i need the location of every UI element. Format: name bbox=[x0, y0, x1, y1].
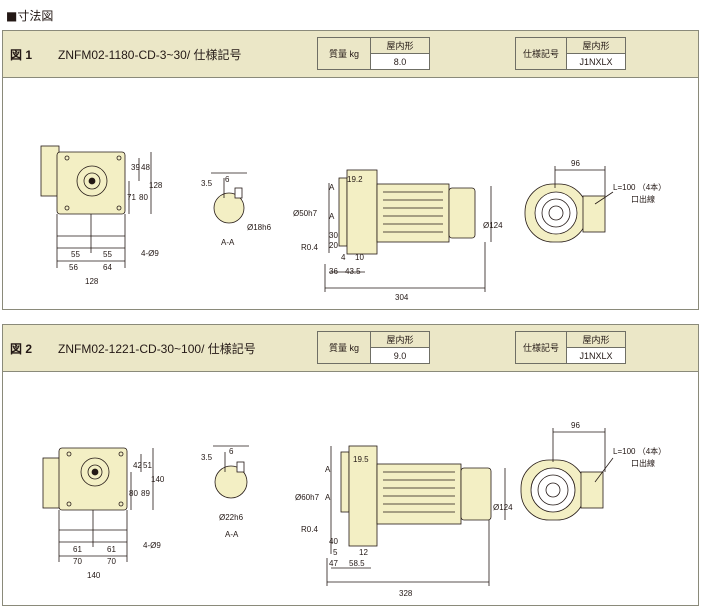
dim: 304 bbox=[395, 293, 409, 302]
mass-header: 屋内形 bbox=[370, 37, 430, 54]
side-view bbox=[324, 169, 492, 292]
dim: 96 bbox=[571, 159, 580, 168]
dim: Ø124 bbox=[493, 503, 513, 512]
dim: 70 bbox=[73, 557, 82, 566]
spec-value: J1NXLX bbox=[566, 53, 626, 70]
dim: 20 bbox=[329, 241, 338, 250]
figure-1: 図 1 ZNFM02-1180-CD-3~30/ 仕様記号 質量 kg 屋内形 … bbox=[2, 30, 699, 310]
shaft-view bbox=[211, 172, 247, 224]
figure-2-spec-table: 仕様記号 屋内形 J1NXLX bbox=[515, 331, 626, 364]
dim: 55 bbox=[103, 250, 112, 259]
side-view bbox=[326, 445, 506, 586]
figure-1-spec-table: 仕様記号 屋内形 J1NXLX bbox=[515, 37, 626, 70]
spec-label: 仕様記号 bbox=[515, 331, 567, 364]
figure-2-drawing: 61 61 70 70 140 42 51 80 89 140 4-Ø9 6 3… bbox=[42, 421, 666, 598]
dim: 61 bbox=[73, 545, 82, 554]
dim: 43.5 bbox=[345, 267, 361, 276]
spec-label: 仕様記号 bbox=[515, 37, 567, 70]
dim: 30 bbox=[329, 231, 338, 240]
dim: R0.4 bbox=[301, 243, 318, 252]
dim: 12 bbox=[359, 548, 368, 557]
mass-header: 屋内形 bbox=[370, 331, 430, 348]
mass-value: 9.0 bbox=[370, 347, 430, 364]
figure-2: 図 2 ZNFM02-1221-CD-30~100/ 仕様記号 質量 kg 屋内… bbox=[2, 324, 699, 606]
dim: A bbox=[329, 212, 335, 221]
rear-view bbox=[520, 428, 614, 521]
figure-2-mass-table: 質量 kg 屋内形 9.0 bbox=[317, 331, 430, 364]
dim: A-A bbox=[225, 530, 239, 539]
mass-value: 8.0 bbox=[370, 53, 430, 70]
dim: Ø22h6 bbox=[219, 513, 244, 522]
dim: 19.5 bbox=[353, 455, 369, 464]
figure-1-dims: 55 55 56 64 128 39 48 71 80 128 4-Ø9 6 3… bbox=[69, 159, 666, 302]
dim: 4 bbox=[341, 253, 346, 262]
dim: 6 bbox=[225, 175, 230, 184]
dim: 39 bbox=[131, 163, 140, 172]
dim: 328 bbox=[399, 589, 413, 598]
dim: L=100 （4本） bbox=[613, 446, 666, 456]
dim: 70 bbox=[107, 557, 116, 566]
figure-1-mass-table: 質量 kg 屋内形 8.0 bbox=[317, 37, 430, 70]
dim: 3.5 bbox=[201, 453, 213, 462]
dim: 58.5 bbox=[349, 559, 365, 568]
section-title: ■寸法図 bbox=[6, 9, 54, 23]
figure-2-dims: 61 61 70 70 140 42 51 80 89 140 4-Ø9 6 3… bbox=[73, 421, 666, 598]
dim: 64 bbox=[103, 263, 112, 272]
dim: A bbox=[325, 465, 331, 474]
dim: 71 bbox=[127, 193, 136, 202]
dim: 3.5 bbox=[201, 179, 213, 188]
dim: 42 bbox=[133, 461, 142, 470]
dim: 口出線 bbox=[631, 458, 655, 468]
dim: 80 bbox=[129, 489, 138, 498]
mass-label: 質量 kg bbox=[317, 331, 371, 364]
mass-label: 質量 kg bbox=[317, 37, 371, 70]
dim: Ø50h7 bbox=[293, 209, 318, 218]
figure-1-drawing: 55 55 56 64 128 39 48 71 80 128 4-Ø9 6 3… bbox=[40, 145, 666, 302]
dim: R0.4 bbox=[301, 525, 318, 534]
figure-1-header: 図 1 ZNFM02-1180-CD-3~30/ 仕様記号 質量 kg 屋内形 … bbox=[3, 31, 698, 78]
dim: 4-Ø9 bbox=[143, 541, 161, 550]
dim: Ø60h7 bbox=[295, 493, 320, 502]
dim: 48 bbox=[141, 163, 150, 172]
dim: 61 bbox=[107, 545, 116, 554]
front-view bbox=[40, 145, 152, 268]
figure-1-model: ZNFM02-1180-CD-3~30/ 仕様記号 bbox=[58, 48, 242, 62]
dim: 128 bbox=[149, 181, 163, 190]
dim: A bbox=[329, 183, 335, 192]
dim: 5 bbox=[333, 548, 338, 557]
dim: 6 bbox=[229, 447, 234, 456]
dim: 口出線 bbox=[631, 194, 655, 204]
front-view bbox=[42, 447, 154, 562]
dim: Ø18h6 bbox=[247, 223, 272, 232]
dim: Ø124 bbox=[483, 221, 503, 230]
figure-2-header: 図 2 ZNFM02-1221-CD-30~100/ 仕様記号 質量 kg 屋内… bbox=[3, 325, 698, 372]
dim: 40 bbox=[329, 537, 338, 546]
dim: 55 bbox=[71, 250, 80, 259]
dim: 36 bbox=[329, 267, 338, 276]
figure-2-label: 図 2 bbox=[10, 342, 33, 356]
shaft-view bbox=[213, 445, 249, 499]
dim: 56 bbox=[69, 263, 78, 272]
dim: 140 bbox=[151, 475, 165, 484]
dim: 140 bbox=[87, 571, 101, 580]
dim: 19.2 bbox=[347, 175, 363, 184]
dim: A bbox=[325, 493, 331, 502]
spec-header: 屋内形 bbox=[566, 37, 626, 54]
dim: 89 bbox=[141, 489, 150, 498]
spec-header: 屋内形 bbox=[566, 331, 626, 348]
dim: 96 bbox=[571, 421, 580, 430]
dim: 47 bbox=[329, 559, 338, 568]
figure-1-label: 図 1 bbox=[10, 48, 33, 62]
spec-value: J1NXLX bbox=[566, 347, 626, 364]
dim: A-A bbox=[221, 238, 235, 247]
dim: L=100 （4本） bbox=[613, 182, 666, 192]
rear-view bbox=[524, 166, 614, 243]
dim: 10 bbox=[355, 253, 364, 262]
dim: 51 bbox=[143, 461, 152, 470]
figure-2-model: ZNFM02-1221-CD-30~100/ 仕様記号 bbox=[58, 342, 256, 356]
dim: 80 bbox=[139, 193, 148, 202]
dim: 4-Ø9 bbox=[141, 249, 159, 258]
dim: 128 bbox=[85, 277, 99, 286]
